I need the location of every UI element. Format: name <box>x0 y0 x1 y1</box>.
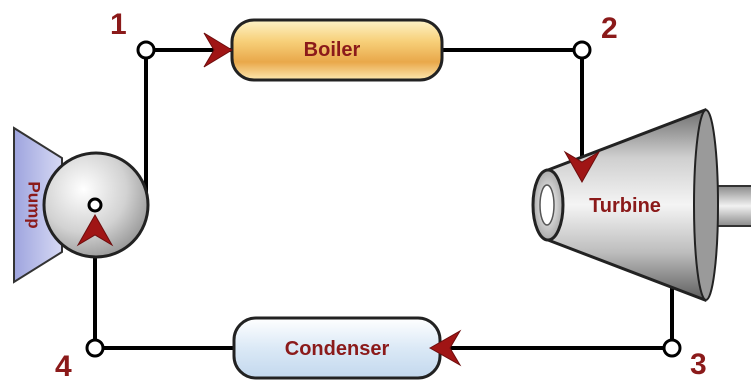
state-label-2: 2 <box>601 12 618 45</box>
flow-arrow-into-turbine-icon <box>563 150 601 184</box>
pump-stand <box>13 126 63 284</box>
state-node-3 <box>662 338 682 358</box>
pump: Pump <box>13 126 150 284</box>
state-node-1 <box>136 40 156 60</box>
state-node-4 <box>85 338 105 358</box>
turbine: Turbine <box>531 107 751 303</box>
flow-arrow-into-pump-icon <box>76 213 114 247</box>
pump-label: Pump <box>25 181 44 228</box>
flow-arrow-into-condenser-icon <box>428 329 462 367</box>
state-label-1: 1 <box>110 8 127 41</box>
turbine-label: Turbine <box>589 195 661 217</box>
pipe-boiler-to-2 <box>440 48 584 162</box>
boiler: Boiler <box>230 18 444 82</box>
state-node-2 <box>572 40 592 60</box>
boiler-label: Boiler <box>304 39 361 61</box>
pump-center-node <box>87 197 103 213</box>
pipe-pump-to-1 <box>144 48 240 205</box>
flow-arrow-into-boiler-icon <box>203 32 233 68</box>
pipe-turbine-to-3 <box>440 282 674 350</box>
state-label-3: 3 <box>690 348 707 381</box>
state-label-4: 4 <box>55 350 72 383</box>
condenser: Condenser <box>232 316 442 380</box>
condenser-label: Condenser <box>285 338 390 360</box>
